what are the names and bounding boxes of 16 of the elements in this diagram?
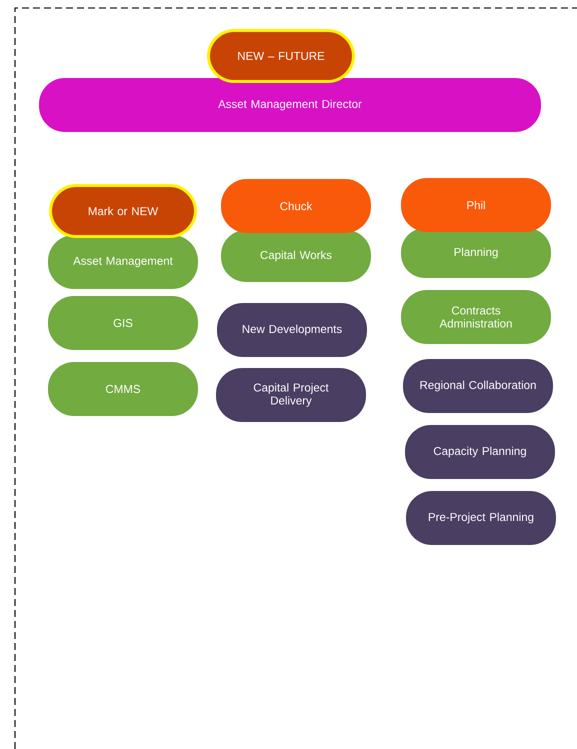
role-box: Contracts Administration	[401, 290, 551, 344]
role-box: New Developments	[217, 303, 367, 357]
role-box: Pre-Project Planning	[406, 491, 556, 545]
role-box: Mark or NEW	[49, 184, 197, 238]
role-box: Capacity Planning	[405, 425, 555, 479]
role-box: CMMS	[48, 362, 198, 416]
role-box: Planning	[401, 228, 551, 278]
role-box: Regional Collaboration	[403, 359, 553, 413]
role-box: Chuck	[221, 179, 371, 233]
role-box: Phil	[401, 178, 551, 232]
role-box: NEW – FUTURE	[207, 29, 355, 83]
role-box: Asset Management Director	[39, 78, 541, 132]
role-box: Asset Management	[48, 235, 198, 289]
role-box: Capital Works	[221, 230, 371, 282]
role-box: GIS	[48, 296, 198, 350]
role-box: Capital Project Delivery	[216, 368, 366, 422]
